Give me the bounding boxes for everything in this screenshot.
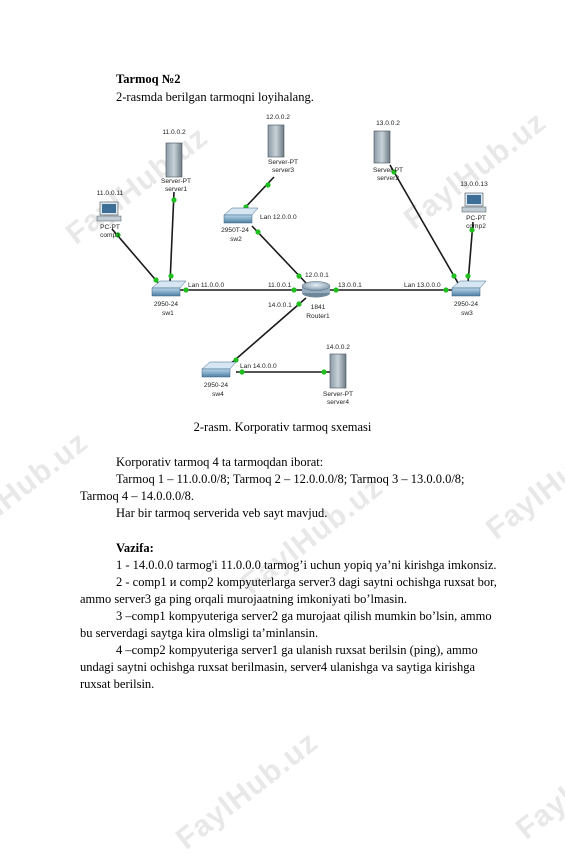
link-sw2-router <box>251 225 307 284</box>
svg-text:comp2: comp2 <box>466 223 486 230</box>
svg-text:server3: server3 <box>272 167 294 174</box>
svg-text:Lan 13.0.0.0: Lan 13.0.0.0 <box>404 282 441 289</box>
svg-text:Server-PT: Server-PT <box>268 159 298 166</box>
paragraph: Har bir tarmoq serverida veb sayt mavjud… <box>116 506 328 520</box>
svg-text:2950T-24: 2950T-24 <box>221 227 249 234</box>
svg-text:11.0.0.11: 11.0.0.11 <box>97 190 124 197</box>
task-item: 4 –comp2 kompyuteriga server1 ga ulanish… <box>116 643 478 657</box>
svg-text:11.0.0.2: 11.0.0.2 <box>162 129 186 136</box>
svg-text:PC-PT: PC-PT <box>100 224 120 231</box>
svg-text:Lan 14.0.0.0: Lan 14.0.0.0 <box>240 363 277 370</box>
paragraph: Korporativ tarmoq 4 ta tarmoqdan iborat: <box>116 455 324 469</box>
task-item: 1 - 14.0.0.0 tarmog'i 11.0.0.0 tarmog’i … <box>116 558 497 572</box>
task-item: ruxsat berilsin. <box>80 677 155 691</box>
svg-text:Lan 12.0.0.0: Lan 12.0.0.0 <box>260 214 297 221</box>
figure-caption: 2-rasm. Korporativ tarmoq sxemasi <box>193 420 372 434</box>
svg-text:comp1: comp1 <box>100 232 120 239</box>
svg-text:sw4: sw4 <box>212 391 224 398</box>
task-item: 2 - comp1 и comp2 kompyuterlarga server3… <box>116 575 497 589</box>
task-item: 3 –comp1 kompyuteriga server2 ga murojaa… <box>116 609 492 623</box>
links <box>111 164 474 373</box>
paragraph: Tarmoq 1 – 11.0.0.0/8; Tarmoq 2 – 12.0.0… <box>116 472 465 486</box>
task-item: bu serverdagi saytga kira olmsligi ta’mi… <box>80 626 319 640</box>
svg-text:14.0.0.2: 14.0.0.2 <box>326 344 350 351</box>
server3: 12.0.0.2 Server-PT server3 <box>266 114 298 174</box>
task-heading: Vazifa: <box>116 541 154 555</box>
svg-text:server1: server1 <box>165 186 187 193</box>
router1: 1841 Router1 12.0.0.1 11.0.0.1 13.0.0.1 … <box>268 272 362 320</box>
link-comp1-sw1 <box>111 228 161 286</box>
svg-text:13.0.0.1: 13.0.0.1 <box>338 282 362 289</box>
svg-text:12.0.0.1: 12.0.0.1 <box>305 272 329 279</box>
link-server1-sw1 <box>169 191 175 284</box>
server1: 11.0.0.2 Server-PT server1 <box>161 129 191 193</box>
svg-text:server4: server4 <box>327 399 349 406</box>
comp2: 13.0.0.13 PC-PT comp2 <box>460 181 488 230</box>
svg-text:Server-PT: Server-PT <box>323 391 353 398</box>
svg-text:1841: 1841 <box>311 304 326 311</box>
svg-text:13.0.0.2: 13.0.0.2 <box>376 120 400 127</box>
server4: 14.0.0.2 Server-PT server4 <box>323 344 353 406</box>
link-status-dots <box>115 169 475 375</box>
svg-text:13.0.0.13: 13.0.0.13 <box>460 181 488 188</box>
svg-text:14.0.0.1: 14.0.0.1 <box>268 302 292 309</box>
link-server2-sw3 <box>389 164 459 284</box>
sw4: 2950-24 sw4 Lan 14.0.0.0 <box>201 361 277 398</box>
svg-text:PC-PT: PC-PT <box>466 215 486 222</box>
svg-text:11.0.0.1: 11.0.0.1 <box>268 282 292 289</box>
comp1: 11.0.0.11 PC-PT comp1 <box>97 190 124 239</box>
intro-text: 2-rasmda berilgan tarmoqni loyihalang. <box>116 90 314 104</box>
svg-text:2950-24: 2950-24 <box>154 301 179 308</box>
sw2: 2950T-24 sw2 Lan 12.0.0.0 <box>221 207 297 243</box>
sw1: 2950-24 sw1 Lan 11.0.0.0 <box>151 280 225 317</box>
svg-text:12.0.0.2: 12.0.0.2 <box>266 114 290 121</box>
svg-text:server2: server2 <box>377 175 399 182</box>
server2: 13.0.0.2 Server-PT server2 <box>373 120 403 182</box>
task-item: undagi saytni ochishga ruxsat berilmasin… <box>80 660 476 674</box>
network-diagram: 11.0.0.2 Server-PT server1 12.0.0.2 Serv… <box>97 114 488 406</box>
paragraph: Tarmoq 4 – 14.0.0.0/8. <box>80 489 195 503</box>
svg-text:Router1: Router1 <box>306 313 330 320</box>
svg-text:Lan 11.0.0.0: Lan 11.0.0.0 <box>188 282 225 289</box>
svg-text:2950-24: 2950-24 <box>204 382 229 389</box>
sw3: 2950-24 sw3 Lan 13.0.0.0 <box>404 280 487 317</box>
svg-text:sw3: sw3 <box>461 310 473 317</box>
svg-text:2950-24: 2950-24 <box>454 301 479 308</box>
task-item: ammo server3 ga ping orqali murojaatning… <box>80 592 408 606</box>
section-heading: Tarmoq №2 <box>116 72 181 86</box>
link-router-sw4 <box>227 297 307 367</box>
svg-text:sw2: sw2 <box>230 236 242 243</box>
svg-text:Server-PT: Server-PT <box>161 178 191 185</box>
svg-text:Server-PT: Server-PT <box>373 167 403 174</box>
svg-text:sw1: sw1 <box>162 310 174 317</box>
